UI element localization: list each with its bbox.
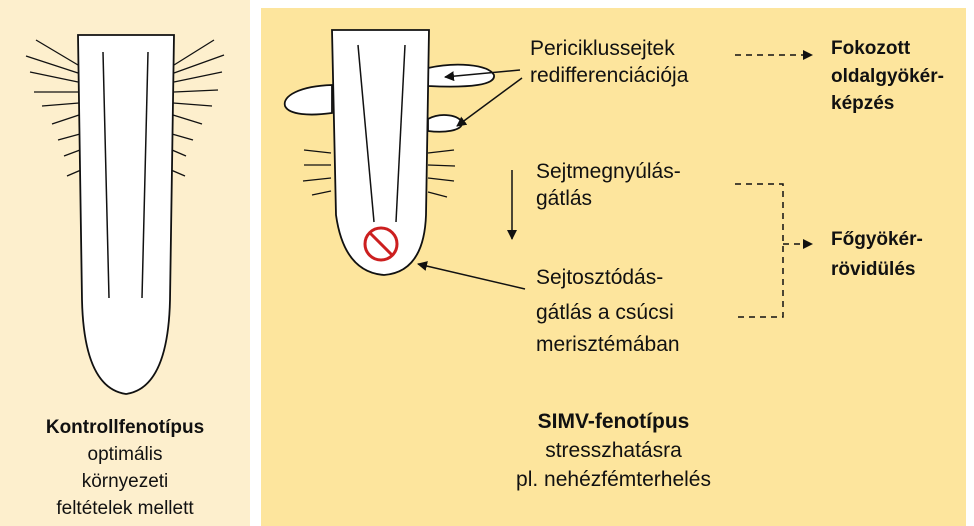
simv-root-hairs-left bbox=[303, 150, 331, 195]
simv-caption-line2: pl. nehézfémterhelés bbox=[261, 466, 966, 493]
primary-outcome-line2: rövidülés bbox=[831, 257, 915, 282]
lateral-root-left bbox=[285, 85, 332, 115]
division-label-line3: merisztémában bbox=[536, 331, 680, 358]
simv-caption-line1: stresszhatásra bbox=[261, 437, 966, 464]
control-root-body bbox=[78, 35, 174, 394]
primary-outcome-line1: Főgyökér- bbox=[831, 227, 923, 252]
lateral-outcome-line1: Fokozott bbox=[831, 36, 910, 61]
lateral-outcome-line2: oldalgyökér- bbox=[831, 64, 944, 89]
control-root bbox=[26, 35, 224, 394]
control-caption-title: Kontrollfenotípus bbox=[0, 414, 250, 441]
pointer-arrows bbox=[418, 70, 525, 289]
division-label-line2: gátlás a csúcsi bbox=[536, 299, 674, 326]
dashed-bracket bbox=[735, 184, 783, 317]
pericycle-label-line2: redifferenciációja bbox=[530, 62, 688, 89]
simv-root-hairs-right bbox=[428, 150, 455, 197]
control-caption-line2: környezeti bbox=[0, 468, 250, 495]
inhibition-icon bbox=[365, 228, 397, 260]
simv-root bbox=[285, 30, 494, 275]
control-root-hairs-left bbox=[26, 40, 81, 176]
control-caption-line1: optimális bbox=[0, 441, 250, 468]
pericycle-label-line1: Periciklussejtek bbox=[530, 35, 675, 62]
simv-caption-title: SIMV-fenotípus bbox=[261, 408, 966, 435]
control-root-hairs-right bbox=[171, 40, 224, 176]
division-label-line1: Sejtosztódás- bbox=[536, 264, 663, 291]
arrow-to-root-tip bbox=[418, 264, 525, 289]
elongation-label-line1: Sejtmegnyúlás- bbox=[536, 158, 681, 185]
control-caption-line3: feltételek mellett bbox=[0, 495, 250, 522]
dashed-arrows bbox=[735, 55, 812, 317]
lateral-root-right-lower bbox=[428, 115, 462, 132]
lateral-outcome-line3: képzés bbox=[831, 91, 894, 116]
elongation-label-line2: gátlás bbox=[536, 185, 592, 212]
